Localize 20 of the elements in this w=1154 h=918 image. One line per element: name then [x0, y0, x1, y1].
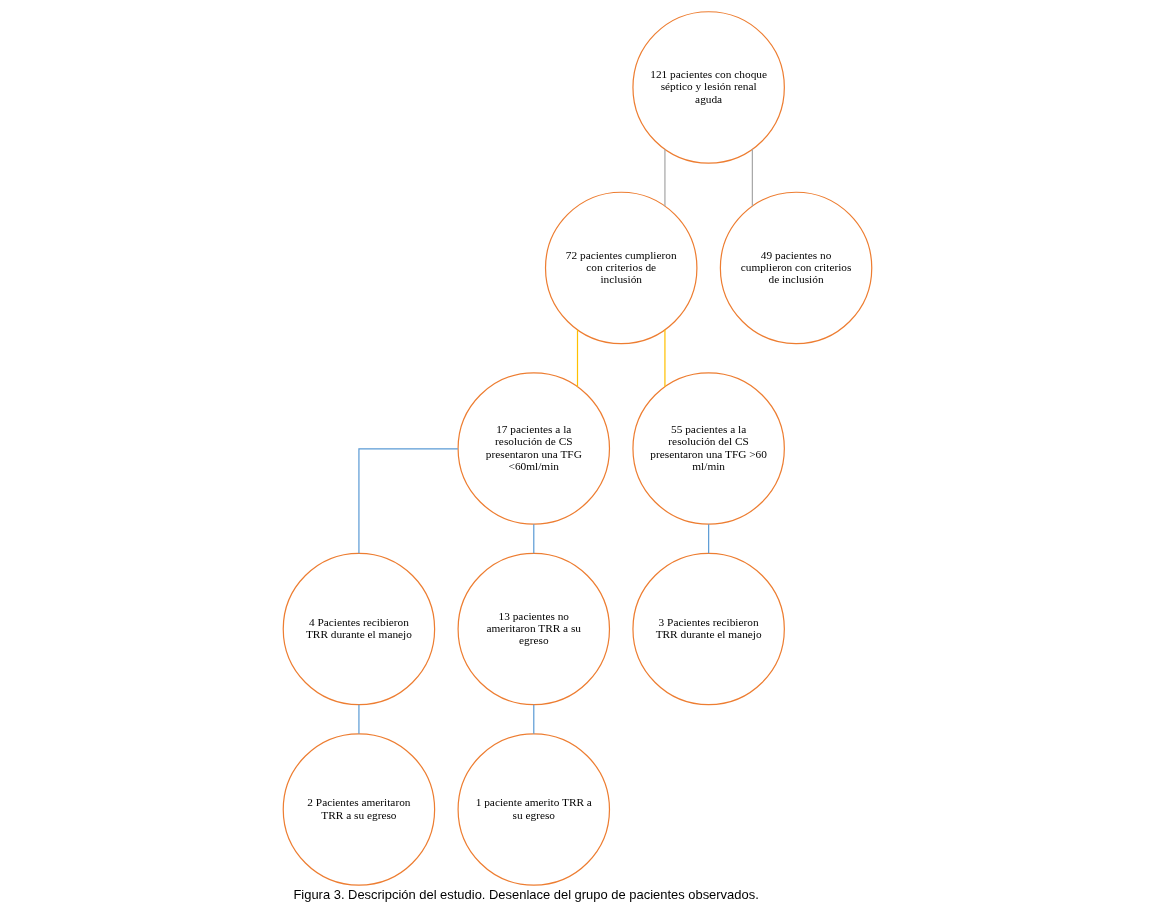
- connector: [663, 148, 666, 207]
- node-circle: 55 pacientes a la resolución del CS presentaron una TFG >60 ml/min: [631, 372, 785, 525]
- connector: [357, 704, 360, 735]
- connector: [532, 523, 534, 554]
- connector: [707, 523, 709, 554]
- connector: [663, 329, 666, 388]
- connector: [576, 329, 578, 388]
- node-circle: 3 Pacientes recibieron TRR durante el manejo: [631, 552, 785, 706]
- node-circle: 4 Pacientes recibieron TRR durante el manejo: [282, 552, 435, 706]
- node-circle: 2 Pacientes ameritaron TRR a su egreso: [282, 733, 435, 886]
- caption: Figura 3. Descripción del estudio. Desenlace del grupo de pacientes observados.: [292, 886, 759, 902]
- node-circle: 49 pacientes no cumplieron con criterios de inclusión: [719, 191, 872, 345]
- node-circle: 121 pacientes con choque séptico y lesión renal aguda: [631, 11, 785, 164]
- node-circle: 72 pacientes cumplieron con criterios de inclusión: [544, 191, 697, 345]
- node-circle: 13 pacientes no ameritaron TRR a su egreso: [457, 552, 610, 706]
- connector: [532, 704, 534, 735]
- connector: [357, 448, 458, 554]
- connector: [751, 148, 753, 207]
- node-circle: 17 pacientes a la resolución de CS presentaron una TFG <60ml/min: [457, 372, 610, 525]
- node-circle: 1 paciente amerito TRR a su egreso: [457, 733, 610, 886]
